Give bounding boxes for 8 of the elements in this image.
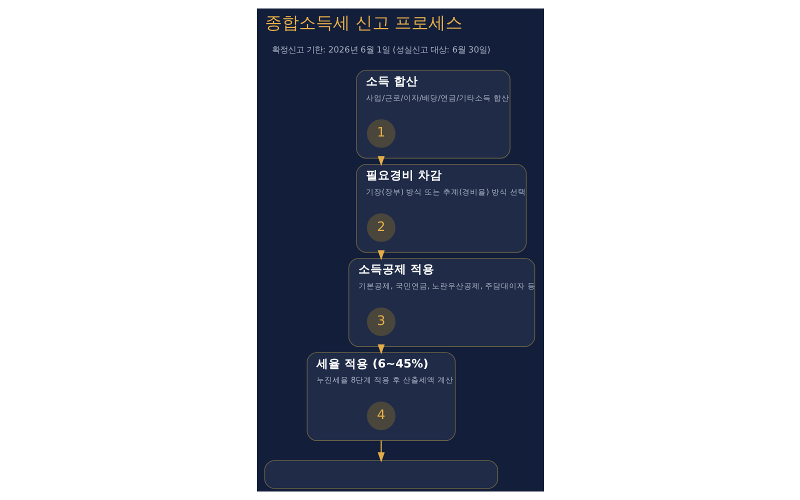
node-circle: 4: [366, 402, 395, 430]
node-circle: 1: [366, 119, 395, 148]
label: 확정신고 기한: 2026년 6월 1일 (성실신고 대상: 6월 30일): [272, 44, 490, 54]
node-circle: 2: [366, 213, 395, 242]
diagram-title: 종합소득세 신고 프로세스: [264, 13, 462, 34]
arrow: [377, 440, 384, 462]
node-circle: 3: [366, 307, 395, 336]
node-box: [264, 460, 498, 489]
